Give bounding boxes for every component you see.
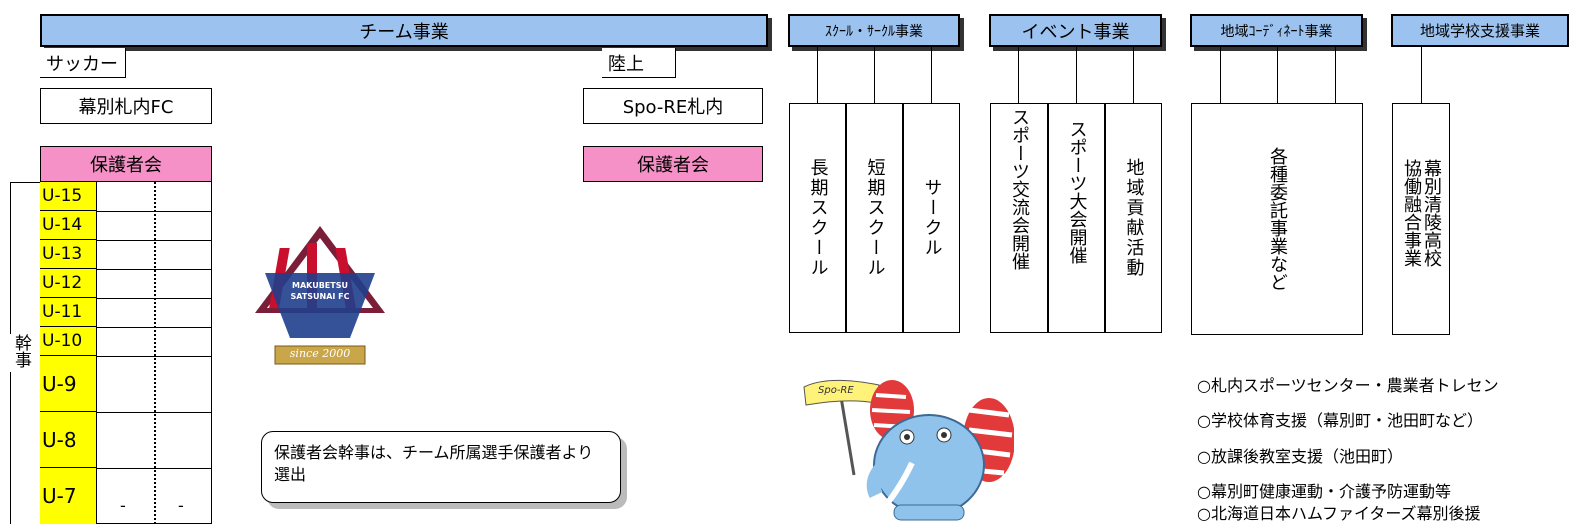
connector xyxy=(1133,47,1134,103)
event-tournament: スポーツ大会開催 xyxy=(1048,103,1105,333)
activity-item: ○学校体育支援（幕別町・池田町など） xyxy=(1197,411,1483,430)
club-makubetsu-fc: 幕別札内FC xyxy=(40,88,212,124)
logo-name: MAKUBETSU SATSUNAI FC xyxy=(290,281,350,301)
grid-row-line xyxy=(96,412,212,413)
connector xyxy=(1018,47,1019,103)
note-box: 保護者会幹事は、チーム所属選手保護者より選出 xyxy=(261,431,621,503)
connector xyxy=(931,47,932,103)
u7-dash-1: - xyxy=(120,496,126,515)
coordinate-header: 地域ｺｰﾃﾞｨﾈｰﾄ事業 xyxy=(1190,14,1363,47)
connector xyxy=(1277,47,1278,103)
elephant-mascot: Spo-RE xyxy=(784,355,1015,524)
school-support-header: 地域学校支援事業 xyxy=(1391,14,1569,47)
logo-since: since 2000 xyxy=(289,347,351,360)
grid-row-line xyxy=(96,211,212,212)
connector xyxy=(817,47,818,103)
coordinate-consignment: 各種委託事業など xyxy=(1191,103,1363,335)
age-u9: U-9 xyxy=(40,356,96,412)
school-long-term: 長期スクール xyxy=(789,103,846,333)
connector xyxy=(1335,47,1336,103)
grid-row-line xyxy=(96,298,212,299)
activity-item: ○放課後教室支援（池田町） xyxy=(1197,447,1403,466)
grid-row-line xyxy=(96,356,212,357)
age-u15: U-15 xyxy=(40,182,96,211)
activity-item: ○札内スポーツセンター・農業者トレセン xyxy=(1197,376,1499,395)
mascot-flag-text: Spo-RE xyxy=(818,385,854,396)
club-logo: MAKUBETSU SATSUNAI FC since 2000 xyxy=(245,218,395,378)
u7-dash-2: - xyxy=(178,496,184,515)
age-u10: U-10 xyxy=(40,327,96,356)
age-u7: U-7 xyxy=(40,468,96,524)
activity-item: ○北海道日本ハムファイターズ幕別後援 xyxy=(1197,504,1481,523)
track-label: 陸上 xyxy=(602,48,676,78)
event-exchange: スポーツ交流会開催 xyxy=(990,103,1048,333)
grid-row-line xyxy=(96,468,212,469)
guardian-association-1: 保護者会 xyxy=(40,146,212,182)
school-short-term: 短期スクール xyxy=(846,103,903,333)
grid-row-line xyxy=(96,240,212,241)
grid-row-line xyxy=(96,327,212,328)
team-business-header: チーム事業 xyxy=(40,14,768,47)
age-u11: U-11 xyxy=(40,298,96,327)
age-grid-divider xyxy=(96,182,97,524)
club-spore-satsunai: Spo-RE札内 xyxy=(583,88,763,124)
age-u13: U-13 xyxy=(40,240,96,269)
event-header: イベント事業 xyxy=(989,14,1162,47)
age-u12: U-12 xyxy=(40,269,96,298)
age-grid-dotted xyxy=(154,182,156,524)
connector xyxy=(1220,47,1221,103)
team-business-title: チーム事業 xyxy=(359,21,449,43)
school-circle-header: ｽｸｰﾙ・ｻｰｸﾙ事業 xyxy=(788,14,960,47)
activity-item: ○幕別町健康運動・介護予防運動等 xyxy=(1197,482,1451,501)
school-support-collab: 幕別清陵高校協働融合事業 xyxy=(1392,103,1450,335)
soccer-label: サッカー xyxy=(40,48,126,78)
guardian-association-2: 保護者会 xyxy=(583,146,763,182)
age-u14: U-14 xyxy=(40,211,96,240)
connector xyxy=(874,47,875,103)
connector xyxy=(1421,47,1422,103)
age-u8: U-8 xyxy=(40,412,96,468)
officer-label: 幹事 xyxy=(10,334,32,372)
event-community: 地域貢献活動 xyxy=(1105,103,1162,333)
grid-row-line xyxy=(96,269,212,270)
connector xyxy=(1076,47,1077,103)
school-circle: サークル xyxy=(903,103,960,333)
